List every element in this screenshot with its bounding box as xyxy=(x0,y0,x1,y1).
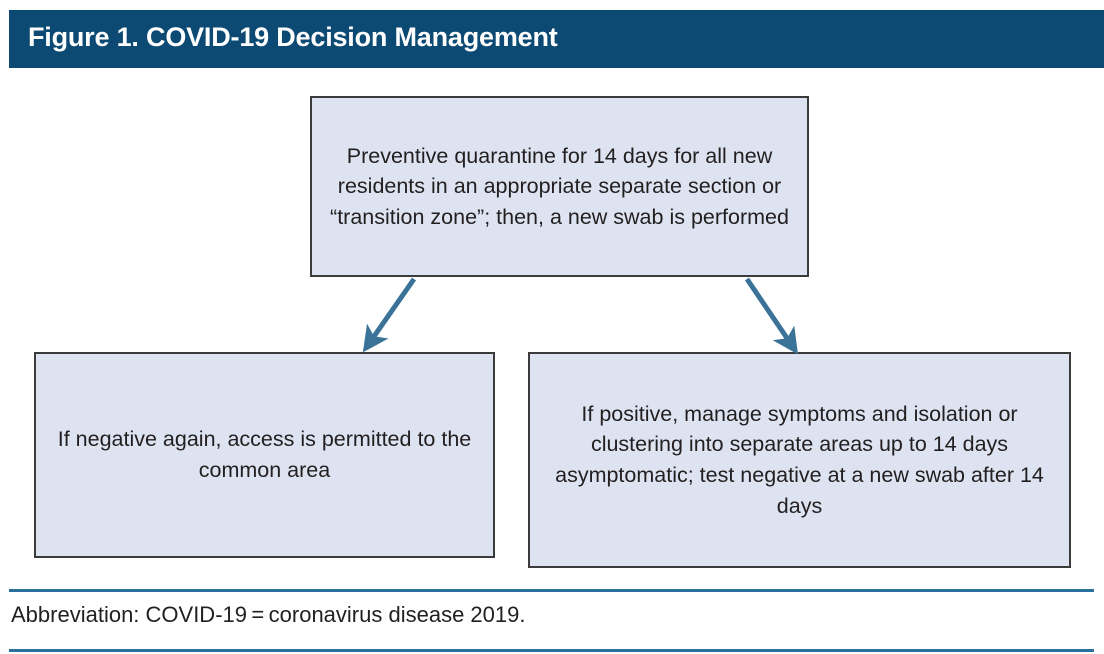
footnote-rule-bottom xyxy=(9,649,1094,652)
figure-title-bar: Figure 1. COVID-19 Decision Management xyxy=(9,10,1104,68)
flow-node-preventive-quarantine: Preventive quarantine for 14 days for al… xyxy=(310,96,809,277)
footnote-text: Abbreviation: COVID-19 = coronavirus dis… xyxy=(11,602,526,627)
arrow-top-to-right xyxy=(744,277,799,355)
flow-node-top-text: Preventive quarantine for 14 days for al… xyxy=(330,143,789,229)
footnote-rule-top xyxy=(9,589,1094,592)
page-title: Figure 1. COVID-19 Decision Management xyxy=(28,22,558,52)
flow-node-right-text: If positive, manage symptoms and isolati… xyxy=(555,401,1044,518)
flow-node-negative-outcome: If negative again, access is permitted t… xyxy=(34,352,495,558)
flow-node-positive-outcome: If positive, manage symptoms and isolati… xyxy=(528,352,1071,568)
arrow-top-to-left xyxy=(362,277,417,353)
flow-node-left-text: If negative again, access is permitted t… xyxy=(57,427,472,482)
